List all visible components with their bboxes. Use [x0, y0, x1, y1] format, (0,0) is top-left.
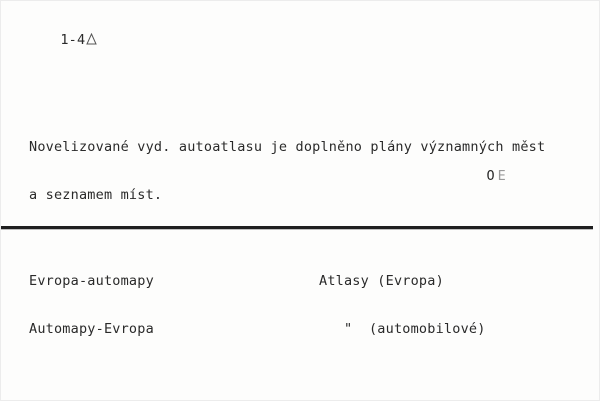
call-number-text: 1-4	[60, 32, 86, 48]
cataloger-initials: OE	[442, 152, 509, 200]
subject-terms-left: Evropa-automapy Automapy-Evropa	[29, 241, 154, 369]
abstract-line-2: a seznamem míst.	[29, 187, 163, 203]
subject-term: Atlasy (Evropa)	[319, 273, 444, 289]
initial-o: O	[486, 168, 498, 184]
initial-e: E	[497, 168, 509, 184]
abstract-note: Novelizované vyd. autoatlasu je doplněno…	[29, 107, 545, 235]
triangle-mark-icon	[86, 32, 98, 49]
subject-term: " (automobilové)	[319, 321, 486, 337]
subject-term: Evropa-automapy	[29, 273, 154, 289]
divider-line	[1, 226, 593, 229]
divider-shadow	[1, 229, 593, 230]
subject-terms-right: Atlasy (Evropa) " (automobilové)	[319, 241, 486, 369]
abstract-line-1: Novelizované vyd. autoatlasu je doplněno…	[29, 139, 546, 155]
call-number: 1-4	[27, 16, 98, 65]
subject-term: Automapy-Evropa	[29, 321, 154, 337]
